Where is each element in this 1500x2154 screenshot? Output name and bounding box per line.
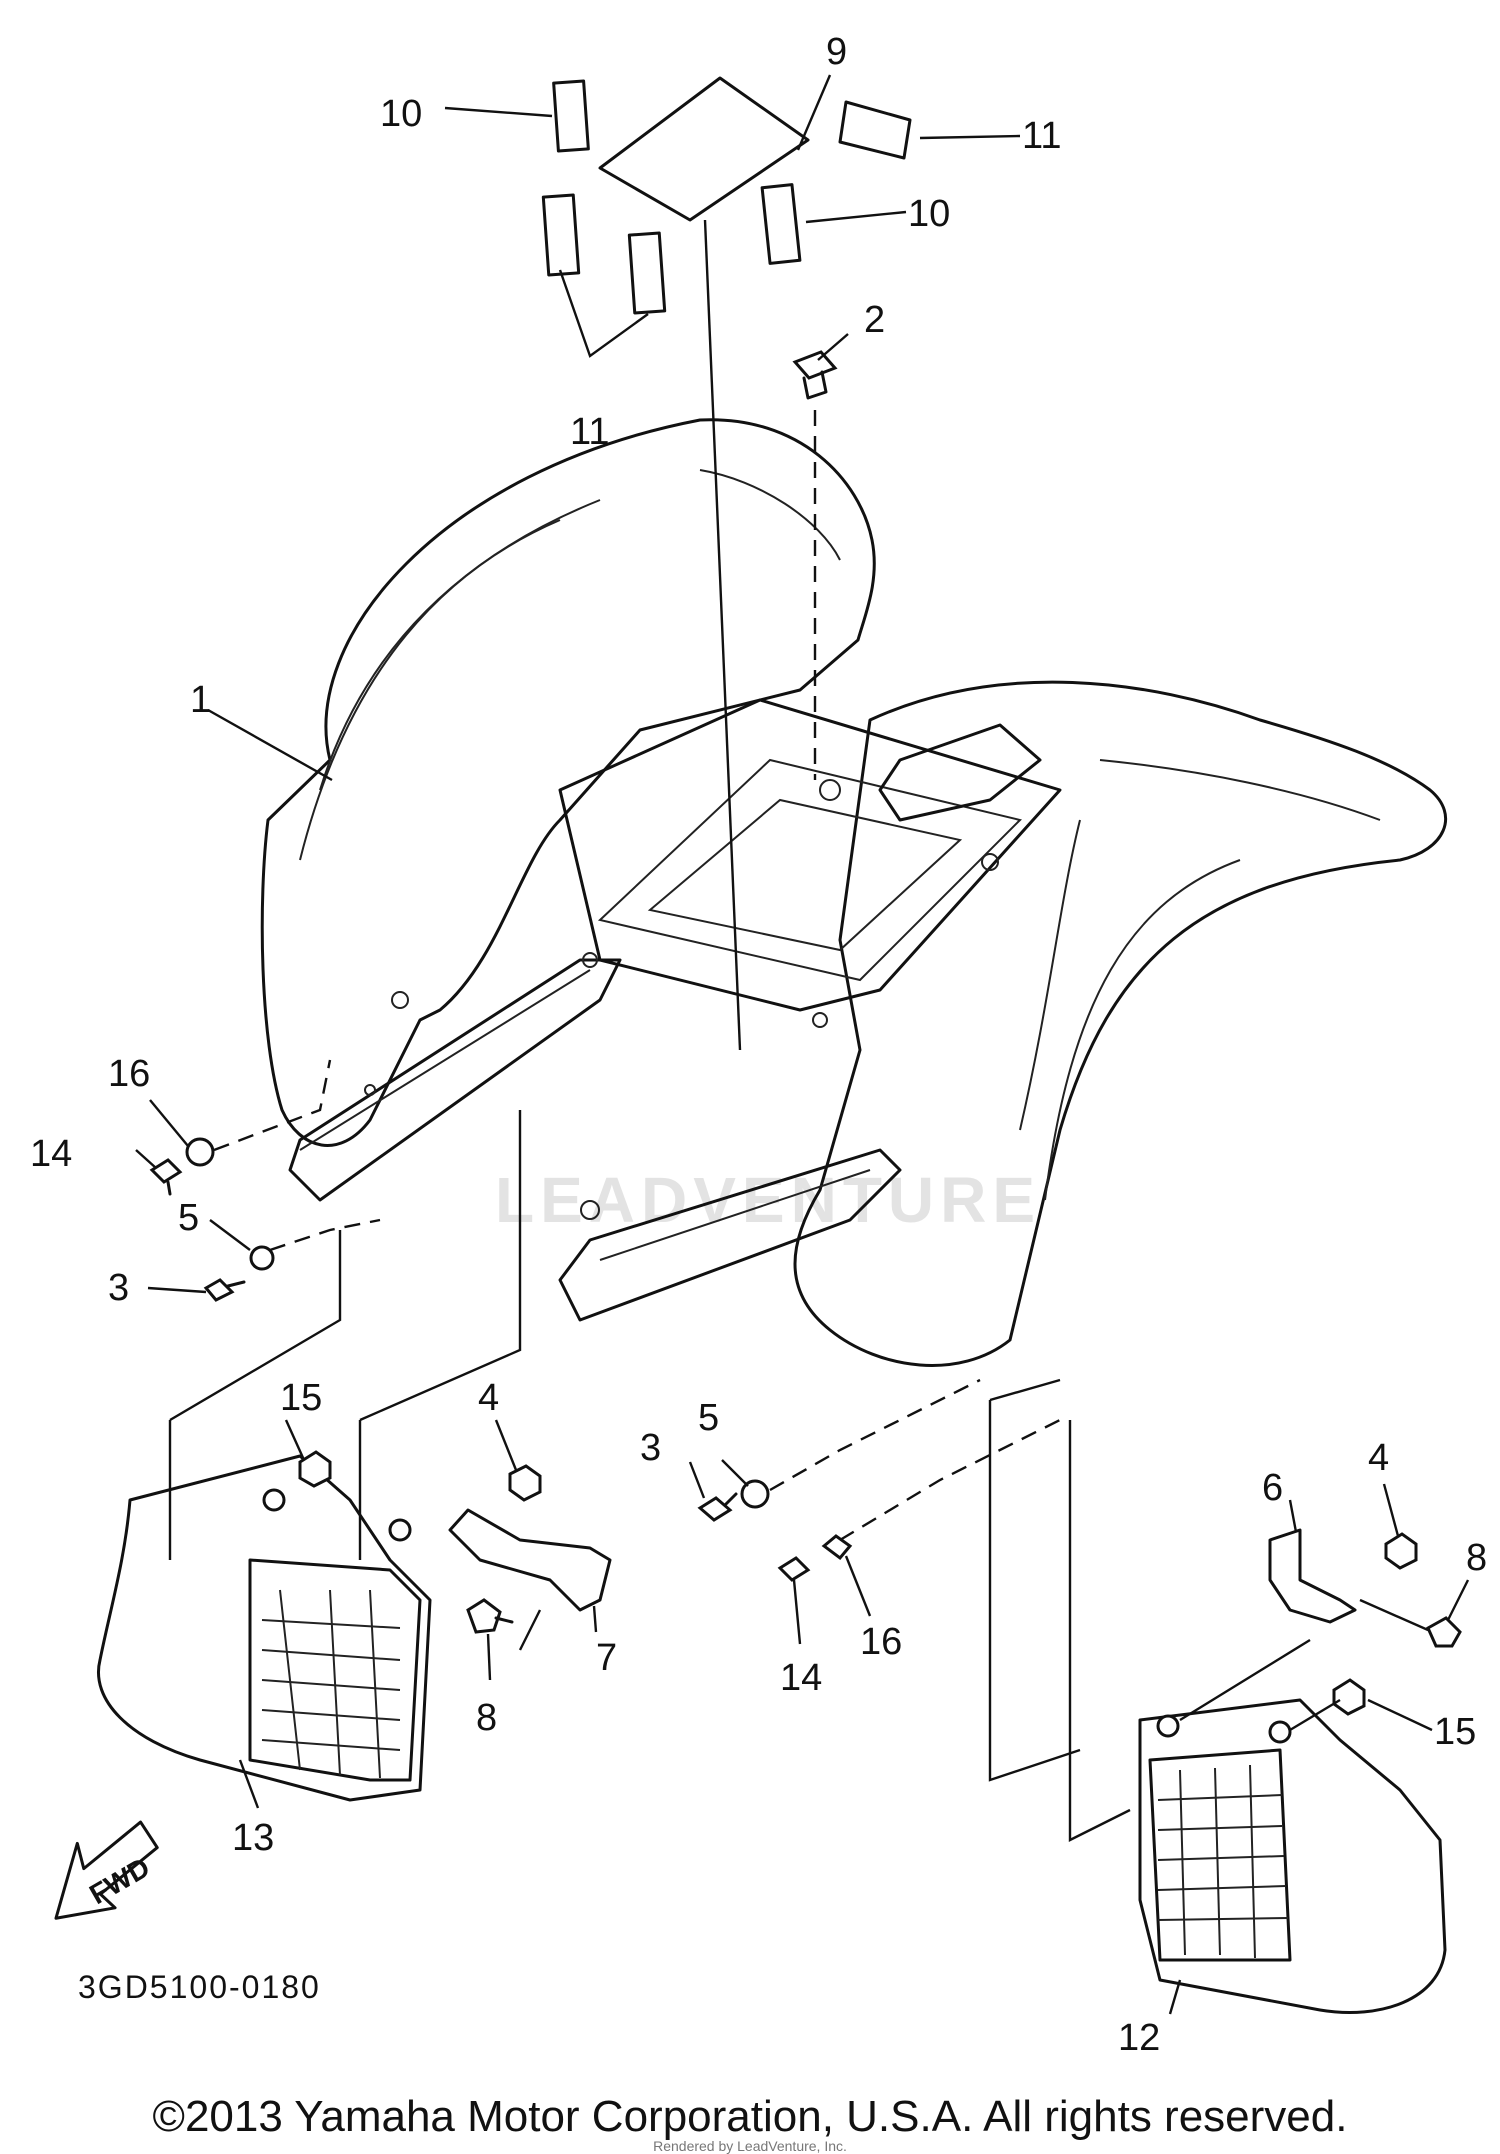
label-16-center: 16	[860, 1621, 902, 1663]
label-3-center: 3	[640, 1427, 661, 1469]
collar-part-5-left	[249, 1245, 275, 1271]
label-7: 7	[596, 1637, 617, 1679]
label-5-left: 5	[178, 1197, 199, 1239]
pad-part-11-a	[541, 193, 581, 277]
label-3-left: 3	[108, 1267, 129, 1309]
label-4-right: 4	[1368, 1437, 1389, 1479]
label-15-left: 15	[280, 1377, 322, 1419]
label-8-left: 8	[476, 1697, 497, 1739]
bracket-part-6	[1268, 1528, 1357, 1624]
label-10-right: 10	[908, 193, 950, 235]
guard-part-12	[1138, 1698, 1447, 2014]
screw-part-14-left	[149, 1158, 183, 1196]
nut-part-15-right	[1332, 1678, 1366, 1716]
drawing-code: 3GD5100-0180	[78, 1969, 321, 2005]
bolt-part-3-left	[203, 1278, 246, 1302]
label-2: 2	[864, 299, 885, 341]
label-9: 9	[826, 31, 847, 73]
label-5-center: 5	[698, 1397, 719, 1439]
washer-part-16-left	[185, 1137, 215, 1167]
label-16-left: 16	[108, 1053, 150, 1095]
nut-part-15-left	[298, 1450, 332, 1488]
label-14-left: 14	[30, 1133, 72, 1175]
pad-part-11-b	[627, 231, 667, 315]
pad-part-10-left	[552, 79, 590, 153]
collar-part-5-center	[740, 1479, 770, 1509]
pad-part-10-right	[760, 183, 802, 265]
label-1: 1	[190, 679, 211, 721]
label-8-right: 8	[1466, 1537, 1487, 1579]
label-10-left: 10	[380, 93, 422, 135]
label-12: 12	[1118, 2017, 1160, 2059]
guard-part-13	[97, 1454, 432, 1802]
bracket-part-7	[448, 1508, 612, 1612]
washer-part-16-center	[821, 1534, 853, 1561]
bolt-part-2	[792, 350, 838, 400]
render-credit-text: Rendered by LeadVenture, Inc.	[653, 2138, 847, 2154]
screw-part-14-center	[777, 1556, 811, 1582]
label-15-right: 15	[1434, 1711, 1476, 1753]
label-4-left: 4	[478, 1377, 499, 1419]
label-14-center: 14	[780, 1657, 822, 1699]
label-11-right: 11	[1022, 115, 1061, 157]
rear-fender-part-1	[260, 418, 1448, 1367]
bolt-part-8-left	[466, 1598, 514, 1634]
pad-part-11-right	[838, 100, 912, 160]
nut-part-4-right	[1384, 1532, 1418, 1570]
pad-part-9	[598, 76, 810, 222]
label-11-bottom: 11	[570, 411, 609, 453]
fwd-arrow-icon: FWD	[54, 1820, 159, 1920]
watermark-text: LEADVENTURE	[495, 1164, 1041, 1236]
bolt-part-8-right	[1426, 1616, 1462, 1648]
label-13: 13	[232, 1817, 274, 1859]
bolt-part-3-center	[697, 1492, 738, 1522]
copyright-text: ©2013 Yamaha Motor Corporation, U.S.A. A…	[152, 2092, 1348, 2141]
nut-part-4-left	[508, 1464, 542, 1502]
label-6: 6	[1262, 1467, 1283, 1509]
